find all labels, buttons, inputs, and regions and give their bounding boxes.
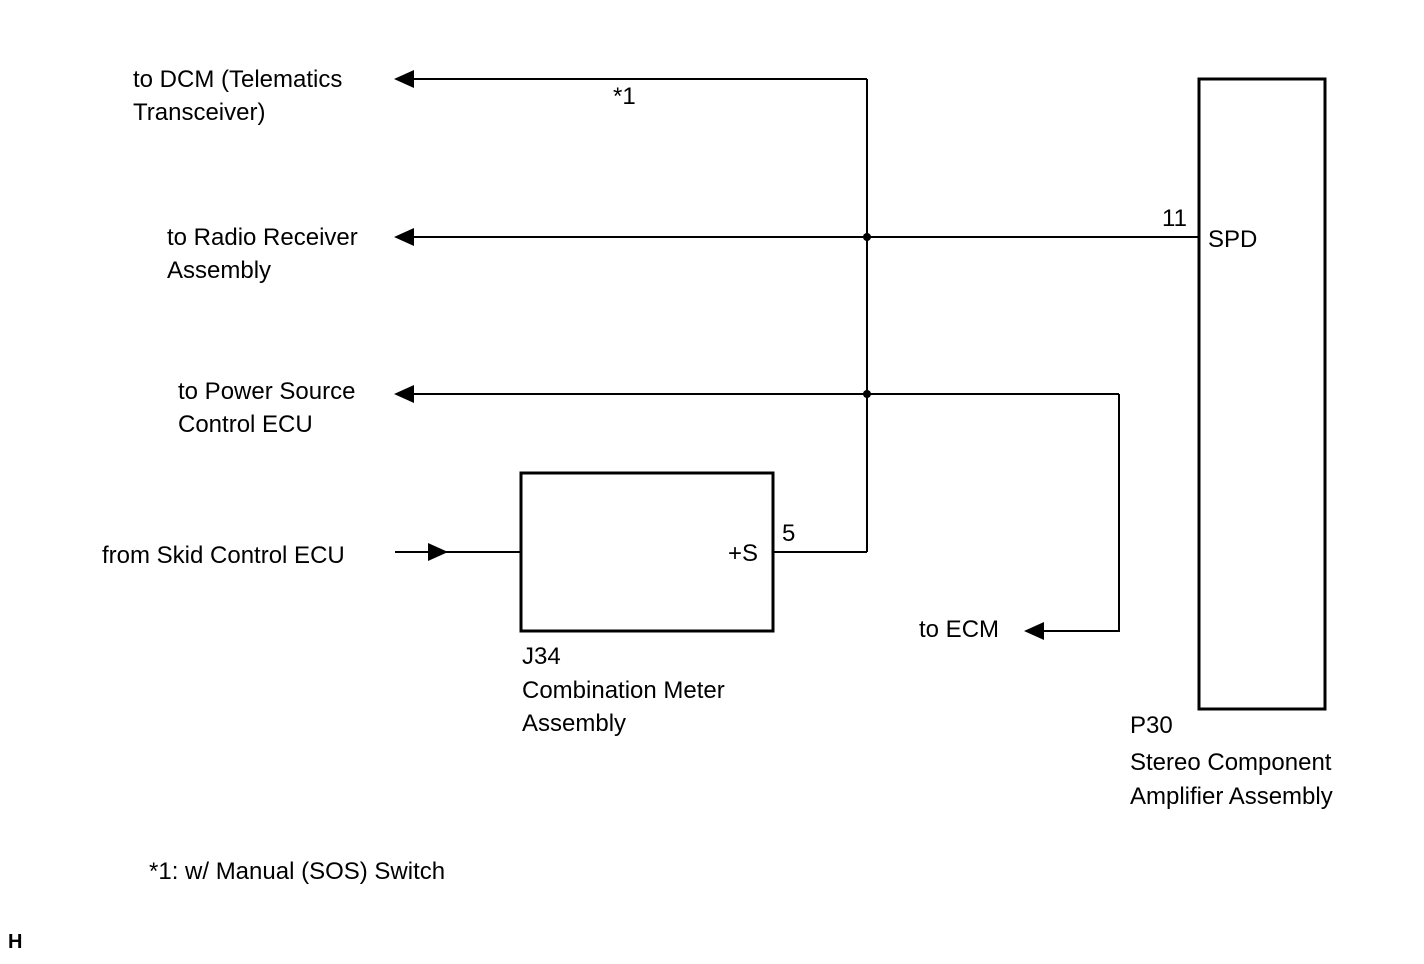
- meter-terminal-pin: 5: [782, 520, 796, 547]
- amp-name-line1: Stereo Component: [1130, 749, 1332, 776]
- arrow-to-radio: [394, 228, 414, 246]
- footnote: *1: w/ Manual (SOS) Switch: [149, 858, 446, 885]
- label-radio-line2: Assembly: [167, 257, 272, 284]
- label-dcm-line2: Transceiver): [133, 99, 266, 126]
- meter-code: J34: [522, 643, 561, 670]
- combination-meter-box: [519, 471, 775, 633]
- amp-code: P30: [1130, 712, 1173, 739]
- label-skid: from Skid Control ECU: [102, 542, 345, 569]
- amplifier-box: [1197, 77, 1327, 711]
- arrow-to-dcm: [394, 70, 414, 88]
- label-power-line1: to Power Source: [178, 378, 356, 405]
- junction-power: [863, 390, 871, 398]
- amp-name-line2: Amplifier Assembly: [1130, 783, 1333, 810]
- arrow-to-ecm: [1024, 622, 1044, 640]
- label-ecm: to ECM: [919, 616, 1000, 643]
- amp-terminal-label: SPD: [1208, 226, 1258, 253]
- label-dcm-note: *1: [613, 83, 636, 110]
- amp-terminal-pin: 11: [1162, 205, 1187, 232]
- label-radio-line1: to Radio Receiver: [167, 224, 358, 251]
- junction-radio: [863, 233, 871, 241]
- arrow-from-skid: [428, 543, 448, 561]
- meter-name-line2: Assembly: [522, 710, 627, 737]
- meter-name-line1: Combination Meter: [522, 677, 725, 704]
- arrow-to-power-source: [394, 385, 414, 403]
- label-power-line2: Control ECU: [178, 411, 313, 438]
- label-dcm-line1: to DCM (Telematics: [133, 66, 343, 93]
- wire-ecm: [1042, 394, 1120, 632]
- corner-mark: H: [8, 931, 23, 953]
- meter-terminal-label: +S: [728, 540, 759, 567]
